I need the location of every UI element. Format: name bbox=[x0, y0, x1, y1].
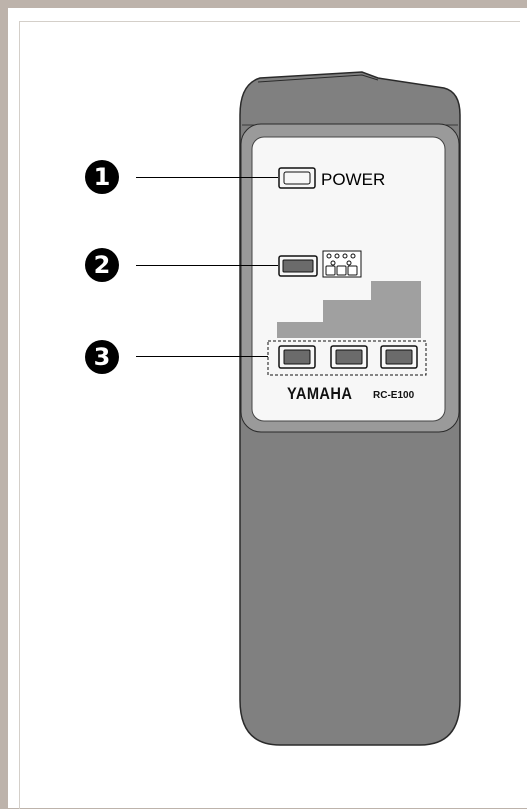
preset-button-3[interactable] bbox=[380, 345, 418, 369]
power-button-inner bbox=[283, 171, 311, 185]
callout-3: 3 bbox=[85, 340, 119, 374]
brand-logo-text: YAMAHA bbox=[287, 384, 353, 403]
frame-border bbox=[19, 21, 520, 809]
callout-1: 1 bbox=[85, 160, 119, 194]
power-button[interactable] bbox=[278, 167, 316, 189]
callout-2-leader bbox=[136, 265, 278, 266]
power-label: POWER bbox=[321, 170, 386, 189]
level-bar-mid bbox=[323, 300, 371, 338]
callout-2-number: 2 bbox=[93, 251, 111, 279]
level-bar-low bbox=[277, 322, 323, 338]
sound-field-button-inner bbox=[282, 259, 314, 273]
button-group-outline bbox=[267, 340, 427, 376]
callout-3-number: 3 bbox=[93, 343, 111, 371]
level-bar-high bbox=[371, 281, 421, 338]
remote-top-notch bbox=[257, 74, 379, 83]
callout-1-number: 1 bbox=[93, 163, 111, 191]
model-number: RC-E100 bbox=[373, 390, 415, 401]
preset-button-2[interactable] bbox=[330, 345, 368, 369]
preset-button-1[interactable] bbox=[278, 345, 316, 369]
callout-1-leader bbox=[136, 177, 278, 178]
callout-3-leader bbox=[136, 356, 268, 357]
callout-2: 2 bbox=[85, 248, 119, 282]
speaker-layout-icon bbox=[322, 250, 362, 278]
